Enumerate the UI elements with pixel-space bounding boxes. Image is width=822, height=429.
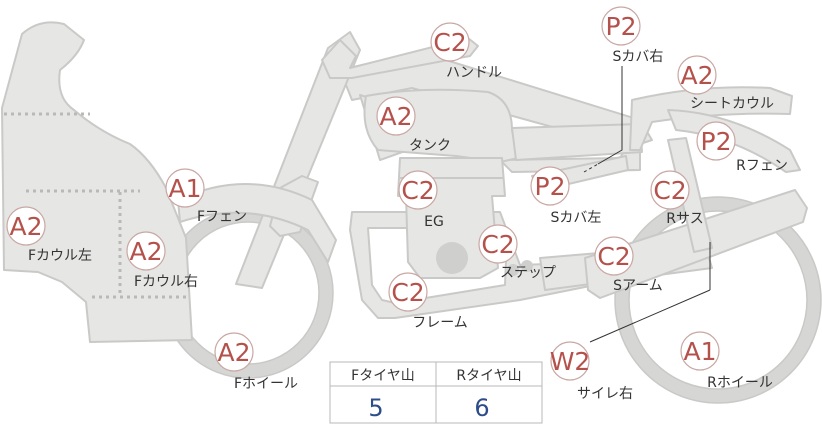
part-label: Fカウル左	[28, 248, 92, 264]
grade-badge-circle	[430, 22, 470, 62]
front-cowl-shape	[1, 21, 193, 343]
grade-badge-text: A2	[129, 237, 162, 266]
part-label: EG	[424, 214, 444, 230]
part-label: Fホイール	[234, 376, 298, 392]
rear-tire-header: Rタイヤ山	[456, 368, 521, 384]
grade-badge-circle	[677, 55, 717, 95]
grade-badge-circle	[530, 166, 570, 206]
part-marker-frame: C2 フレーム	[388, 272, 468, 331]
grade-badge-circle	[680, 331, 720, 371]
grade-badge-text: A1	[168, 174, 201, 203]
part-marker-muffler-r: W2 サイレ右	[550, 341, 633, 402]
grade-badge-circle	[398, 170, 438, 210]
grade-badge-text: P2	[606, 12, 637, 41]
side-cover-right-shape	[511, 123, 643, 161]
grade-badge-circle	[696, 121, 736, 161]
grade-badge-text: C2	[391, 278, 424, 307]
grade-badge-circle	[126, 231, 166, 271]
grade-badge-circle	[594, 236, 634, 276]
grade-badge-text: A2	[9, 212, 42, 241]
front-tire-value: 5	[368, 394, 383, 422]
grade-badge-circle	[376, 96, 416, 136]
grade-badge-text: C2	[401, 176, 434, 205]
front-fender-shape	[177, 183, 337, 263]
grade-badge-text: P2	[535, 172, 566, 201]
part-label: Fカウル右	[134, 274, 198, 290]
grade-badge-circle	[165, 168, 205, 208]
part-label: ハンドル	[446, 65, 502, 81]
part-label: Rフェン	[736, 158, 788, 174]
front-tire-header: Fタイヤ山	[351, 368, 415, 384]
rear-wheel-shape	[614, 196, 822, 404]
seat-cowl-shape	[629, 86, 793, 151]
part-marker-step: C2 ステップ	[478, 224, 556, 281]
part-label: Sカバ右	[613, 49, 664, 65]
part-label: Sアーム	[613, 278, 663, 294]
grade-badge-text: P2	[701, 127, 732, 156]
grade-badge-text: A2	[680, 61, 713, 90]
part-label: フレーム	[412, 315, 468, 331]
part-label: サイレ右	[577, 386, 633, 402]
rear-tire-value: 6	[474, 394, 489, 422]
part-label: Fフェン	[197, 209, 247, 225]
grade-badge-circle	[601, 6, 641, 46]
grade-badge-circle	[650, 170, 690, 210]
grade-badge-circle	[214, 332, 254, 372]
grade-badge-text: C2	[433, 28, 466, 57]
part-label: Rサス	[666, 211, 703, 227]
grade-badge-text: A2	[217, 338, 250, 367]
grade-badge-text: A2	[379, 102, 412, 131]
grade-badge-circle	[6, 206, 46, 246]
grade-badge-text: W2	[550, 347, 591, 376]
grade-badge-text: A1	[683, 337, 716, 366]
part-marker-tank: A2 タンク	[376, 96, 451, 154]
part-marker-seat-cowl: A2 シートカウル	[677, 55, 774, 112]
grade-badge-text: C2	[597, 242, 630, 271]
part-label: シートカウル	[690, 96, 774, 112]
grade-badge-circle	[550, 341, 590, 381]
rear-shock-shape	[667, 137, 713, 253]
part-label: タンク	[409, 138, 451, 154]
grade-badge-circle	[388, 272, 428, 312]
tire-tread-table: Fタイヤ山 Rタイヤ山 5 6	[329, 361, 543, 424]
grade-badge-circle	[478, 224, 518, 264]
part-label: Rホイール	[707, 375, 773, 391]
front-fork-shape	[235, 31, 361, 289]
part-marker-handle: C2 ハンドル	[430, 22, 502, 81]
part-label: ステップ	[500, 265, 556, 281]
grade-badge-text: C2	[653, 176, 686, 205]
grade-badge-text: C2	[481, 230, 514, 259]
part-label: Sカバ左	[551, 210, 602, 226]
